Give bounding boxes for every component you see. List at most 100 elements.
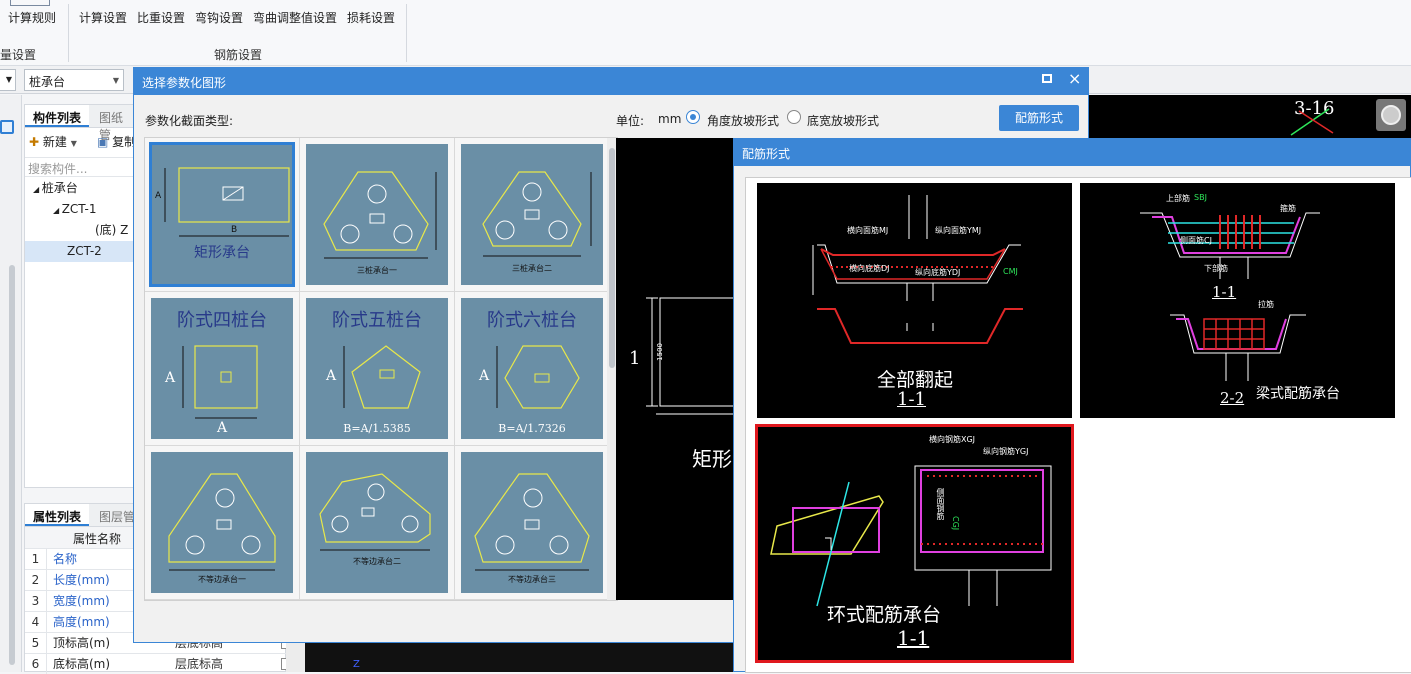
calc-settings-button[interactable]: 计算设置 — [79, 11, 128, 25]
cad-axis-lines — [1290, 108, 1334, 136]
rebar-note: 箍筋 — [1280, 204, 1296, 213]
radio-bottom-width[interactable] — [787, 110, 801, 124]
dialog2-title: 配筋形式 — [742, 147, 791, 161]
rebar-note: 纵向底筋YDJ — [915, 268, 961, 277]
rebar-option-ring[interactable]: 横向钢筋XGJ 纵向钢筋YGJ 侧面钢筋 CGJ 环式配筋承台 1-1 — [755, 424, 1074, 663]
ribbon: 计算规则 量设置 计算设置 比重设置 弯钩设置 弯曲调整值设置 损耗设置 钢筋设… — [0, 0, 1411, 66]
shape-label: 三桩承台一 — [357, 266, 397, 275]
tree-node[interactable]: ◢ ZCT-1 — [25, 199, 133, 220]
rebar-option-section: 1-1 — [897, 626, 930, 650]
component-tabs: 构件列表 图纸管 — [25, 105, 135, 142]
shape-label: 不等边承台一 — [198, 575, 246, 584]
hook-settings-button[interactable]: 弯钩设置 — [195, 11, 244, 25]
shape-cell[interactable]: 阶式五桩台 A B=A/1.5385 — [300, 292, 455, 446]
shape-thumb-3pile-2[interactable]: 三桩承台二 — [461, 144, 603, 285]
tree-node[interactable]: ◢ 桩承台 — [25, 178, 133, 199]
shape-thumb-3pile-1[interactable]: 三桩承台一 — [306, 144, 448, 285]
group-divider — [68, 4, 69, 62]
scrollbar-thumb[interactable] — [609, 148, 615, 368]
preview-num: 1 — [629, 348, 641, 369]
copy-button[interactable]: ▣ 复制 — [97, 133, 136, 150]
rebar-option-title: 环式配筋承台 — [827, 604, 942, 626]
rebar-note: CMJ — [1003, 267, 1018, 276]
preview-drawing — [646, 297, 736, 415]
maximize-icon[interactable] — [1042, 74, 1052, 83]
left-group-label: 量设置 — [0, 48, 37, 62]
floor-combo[interactable]: ▼ — [0, 69, 16, 91]
tree-node-label: (底) Z — [95, 223, 129, 237]
list-view-icon[interactable] — [0, 120, 14, 134]
shape-label: 三桩承台二 — [512, 264, 552, 273]
tab-component-list[interactable]: 构件列表 — [25, 105, 90, 127]
uneq-3-drawing — [474, 473, 590, 571]
component-type-combo[interactable]: 桩承台 ▼ — [24, 69, 124, 91]
collapse-icon[interactable]: ◢ — [53, 206, 62, 215]
new-button[interactable]: ✚ 新建 ▼ — [29, 133, 77, 150]
tab-drawing-mgmt[interactable]: 图纸管 — [91, 105, 135, 142]
collapse-icon[interactable]: ◢ — [33, 185, 42, 194]
shape-thumb-step-4[interactable]: 阶式四桩台 A A — [151, 298, 293, 439]
shape-cell[interactable]: 不等边承台三 — [455, 446, 610, 600]
bend-adjust-button[interactable]: 弯曲调整值设置 — [253, 11, 338, 25]
rebar-note: 侧面筋CJ — [1180, 236, 1212, 245]
tab-property-list[interactable]: 属性列表 — [25, 504, 90, 526]
preview-dim: 1500 — [656, 343, 664, 361]
shape-cell[interactable]: 三桩承台一 — [300, 138, 455, 292]
tree-node[interactable]: (底) Z — [25, 220, 133, 241]
property-key: 宽度(mm) — [53, 594, 110, 608]
new-icon: ✚ — [29, 135, 40, 149]
shape-cell[interactable]: 阶式六桩台 A B=A/1.7326 — [455, 292, 610, 446]
shape-thumb-rect[interactable]: B A 矩形承台 — [149, 142, 295, 287]
rect-cap-drawing: B A — [155, 167, 290, 237]
tree-node-label: 桩承台 — [41, 181, 78, 195]
loss-settings-button[interactable]: 损耗设置 — [347, 11, 396, 25]
rebar-option-beam[interactable]: 上部筋 SBJ 侧面筋CJ 下部筋 箍筋 拉筋 1-1 2-2 梁式配筋承台 — [1080, 183, 1395, 418]
rebar-note: 横向钢筋XGJ — [929, 435, 976, 444]
rebar-option-grid: 横向面筋MJ 纵向面筋YMJ 横向底筋DJ 纵向底筋YDJ CMJ 全部翻起 1… — [745, 177, 1411, 673]
cad-canvas-bottom[interactable]: Z — [305, 643, 733, 672]
shape-cell[interactable]: 不等边承台二 — [300, 446, 455, 600]
rebar-option-section: 1-1 — [1212, 283, 1237, 301]
shape-cell[interactable]: B A 矩形承台 — [145, 138, 300, 292]
view-cube-button[interactable] — [1376, 99, 1406, 131]
tree-node-label: ZCT-2 — [67, 244, 102, 258]
shape-title: 阶式四桩台 — [177, 310, 267, 331]
shape-thumb-step-5[interactable]: 阶式五桩台 A B=A/1.5385 — [306, 298, 448, 439]
component-search-input[interactable]: 搜索构件... — [25, 157, 133, 177]
rebar-form-button[interactable]: 配筋形式 — [999, 105, 1079, 131]
radio-angle[interactable] — [686, 110, 700, 124]
property-key: 底标高(m) — [53, 657, 111, 671]
step-4-drawing: A — [164, 345, 258, 419]
shape-thumb-uneq-3[interactable]: 不等边承台三 — [461, 452, 603, 593]
shape-label: 矩形承台 — [194, 245, 250, 261]
calc-rules-button[interactable]: 计算规则 — [8, 11, 57, 25]
radio-bottom-width-label: 底宽放坡形式 — [807, 114, 880, 128]
shape-thumb-uneq-2[interactable]: 不等边承台二 — [306, 452, 448, 593]
left-scrollbar[interactable] — [9, 265, 15, 665]
rebar-option-full-bend[interactable]: 横向面筋MJ 纵向面筋YMJ 横向底筋DJ 纵向底筋YDJ CMJ 全部翻起 1… — [757, 183, 1072, 418]
splitter[interactable] — [286, 643, 305, 672]
component-type-value: 桩承台 — [29, 75, 66, 89]
property-value[interactable]: 层底标高 — [175, 657, 224, 671]
cad-canvas[interactable]: 3-16 — [1089, 95, 1411, 140]
shape-thumb-step-6[interactable]: 阶式六桩台 A B=A/1.7326 — [461, 298, 603, 439]
tab-layer-mgmt[interactable]: 图层管 — [91, 504, 144, 526]
rebar-note: 下部筋 — [1204, 264, 1228, 273]
component-list-panel: 构件列表 图纸管 ✚ 新建 ▼ ▣ 复制 搜索构件... ◢ 桩承台 ◢ ZCT… — [24, 104, 136, 488]
property-name-header: 属性名称 — [73, 532, 122, 546]
rebar-option-title: 梁式配筋承台 — [1256, 386, 1340, 402]
shape-cell[interactable]: 阶式四桩台 A A — [145, 292, 300, 446]
svg-text:A: A — [164, 370, 176, 386]
ring-drawing — [770, 465, 1052, 607]
three-pile-drawing-2 — [482, 171, 592, 257]
close-icon[interactable]: × — [1068, 69, 1082, 88]
shape-cell[interactable]: 不等边承台一 — [145, 446, 300, 600]
shape-cell[interactable]: 三桩承台二 — [455, 138, 610, 292]
shape-preview: 1 1500 矩形 — [616, 138, 736, 600]
shape-thumb-uneq-1[interactable]: 不等边承台一 — [151, 452, 293, 593]
weight-settings-button[interactable]: 比重设置 — [137, 11, 186, 25]
dialog2-titlebar: 配筋形式 — [734, 139, 1411, 166]
shape-grid-scrollbar[interactable] — [607, 138, 617, 600]
tree-node-selected[interactable]: ZCT-2 — [25, 241, 133, 262]
